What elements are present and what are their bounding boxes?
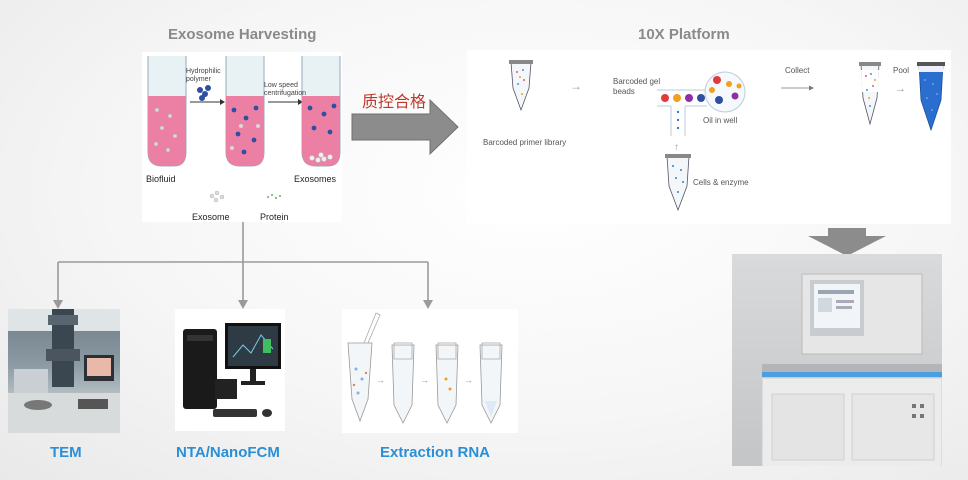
harvest-panel: Hydrophilic polymer Low speed centrifuga… [142,52,342,222]
tem-label: TEM [50,444,82,461]
microfluidic-channel [657,71,746,136]
exosomes-label: Exosomes [294,174,337,184]
nta-label: NTA/NanoFCM [176,444,280,461]
qc-label: 质控合格 [362,92,427,111]
oil-in-well-label: Oil in well [703,116,738,125]
rna-label: Extraction RNA [380,444,491,461]
legend-exosome: Exosome [192,212,230,222]
biofluid-label: Biofluid [146,174,176,184]
platform-title: 10X Platform [638,26,730,43]
cells-tube [665,154,691,212]
centrifuge-label: Low speed centrifugation [264,82,307,97]
tem-image [8,309,120,433]
tube-exosomes [301,56,341,167]
pooled-tube [917,62,945,132]
qc-arrow-icon [351,98,459,156]
connector-lines [53,222,433,309]
instrument-image [732,254,942,466]
harvest-illustration [147,56,341,203]
svg-text:→: → [376,375,385,385]
svg-text:→: → [464,375,473,385]
platform-panel: → ↑ [467,50,951,224]
collected-tube [859,62,881,126]
tube-polymer [225,56,265,167]
collect-label: Collect [785,66,810,75]
legend-protein: Protein [260,212,289,222]
primer-tube [509,60,533,112]
svg-text:→: → [420,375,429,385]
rna-image: → → → [342,309,518,433]
svg-text:→: → [895,83,906,95]
nta-image [175,309,285,431]
cells-enzyme-label: Cells & enzyme [693,178,749,187]
svg-text:→: → [570,79,582,93]
pool-label: Pool [893,66,910,75]
barcoded-primer-label: Barcoded primer library [483,138,567,147]
barcoded-gel-label: Barcoded gel beads [613,77,661,96]
down-arrow-icon [808,228,886,256]
svg-text:↑: ↑ [674,142,679,153]
harvest-title: Exosome Harvesting [168,26,317,43]
polymer-label: Hydrophilic polymer [186,68,221,83]
platform-illustration: → ↑ [509,60,945,212]
tube-biofluid [147,56,187,167]
